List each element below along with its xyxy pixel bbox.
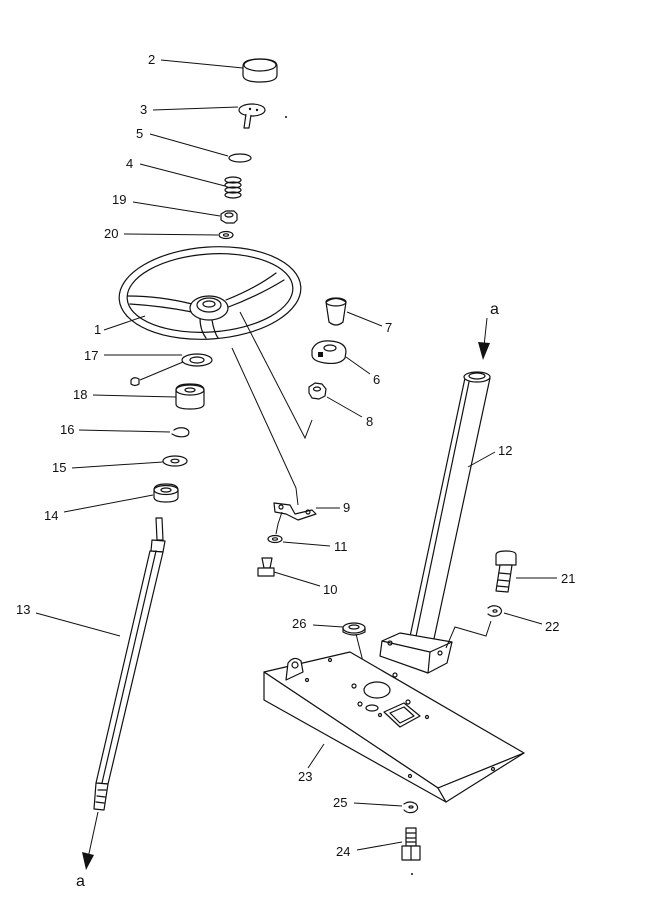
label-26: 26 — [292, 616, 306, 631]
assembly-line-bracket-to-washer — [275, 511, 283, 535]
arrow-head-down-icon — [82, 852, 94, 870]
connection-arrow-top — [483, 317, 488, 347]
connection-label-top: a — [490, 301, 499, 318]
label-3: 3 — [140, 102, 147, 117]
label-12: 12 — [498, 443, 512, 458]
part-knob-icon — [325, 297, 347, 326]
part-nut-icon — [220, 210, 238, 224]
label-14: 14 — [44, 508, 58, 523]
label-8: 8 — [366, 414, 373, 429]
part-washer-icon — [267, 534, 283, 544]
part-snap-ring-icon — [171, 427, 190, 438]
part-bolt-icon — [257, 557, 275, 577]
leader-2 — [160, 59, 244, 69]
part-column-tube-icon — [379, 371, 491, 674]
label-23: 23 — [298, 769, 312, 784]
part-plate-icon — [130, 353, 213, 387]
leader-1 — [103, 315, 146, 331]
part-washer-icon — [403, 801, 419, 814]
scan-dot — [411, 873, 413, 875]
label-19: 19 — [112, 192, 126, 207]
assembly-line-wheel-to-bracket — [231, 347, 299, 506]
leader-20 — [123, 233, 219, 236]
leader-11 — [282, 541, 331, 547]
leader-25 — [353, 802, 403, 807]
assembly-line-tube-to-washer — [445, 620, 492, 649]
leader-14 — [63, 494, 154, 513]
part-bolt-icon — [495, 550, 517, 593]
part-mounting-bracket-icon — [263, 651, 525, 803]
label-9: 9 — [343, 500, 350, 515]
assembly-line-wheel-to-nut — [239, 311, 313, 440]
part-bushing-icon — [175, 383, 205, 410]
label-1: 1 — [94, 322, 101, 337]
scan-dot — [285, 116, 287, 118]
label-20: 20 — [104, 226, 118, 241]
leader-23 — [307, 743, 325, 769]
leader-3 — [152, 106, 239, 111]
arrow-head-down-icon — [478, 342, 490, 360]
label-24: 24 — [336, 844, 350, 859]
leader-8 — [326, 396, 363, 418]
part-steering-wheel-icon — [118, 246, 302, 340]
label-4: 4 — [126, 156, 133, 171]
label-16: 16 — [60, 422, 74, 437]
leader-26 — [312, 624, 344, 628]
part-ring-icon — [228, 153, 252, 163]
leader-19 — [132, 201, 221, 217]
label-15: 15 — [52, 460, 66, 475]
leader-15 — [71, 461, 164, 469]
part-bracket-icon — [273, 502, 317, 521]
connection-label-bottom: a — [76, 873, 85, 890]
leader-24 — [356, 841, 403, 851]
leader-7 — [346, 311, 383, 327]
label-18: 18 — [73, 387, 87, 402]
leader-13 — [35, 612, 121, 637]
label-13: 13 — [16, 602, 30, 617]
label-2: 2 — [148, 52, 155, 67]
part-bolt-icon — [401, 827, 421, 861]
part-nut-icon — [308, 382, 327, 400]
part-horn-cap-icon — [242, 58, 278, 83]
leader-10 — [273, 571, 321, 587]
part-bearing-icon — [153, 483, 179, 503]
label-22: 22 — [545, 619, 559, 634]
leader-4 — [139, 163, 226, 187]
leader-16 — [78, 429, 171, 433]
part-steering-shaft-icon — [93, 517, 166, 811]
part-horn-button-icon — [238, 103, 266, 129]
label-7: 7 — [385, 320, 392, 335]
leader-6 — [345, 356, 371, 375]
part-washer-icon — [218, 230, 234, 240]
part-grommet-icon — [342, 622, 366, 636]
label-11: 11 — [334, 539, 348, 554]
label-6: 6 — [373, 372, 380, 387]
connection-arrow-bottom — [87, 811, 99, 859]
label-25: 25 — [333, 795, 347, 810]
label-10: 10 — [323, 582, 337, 597]
part-washer-icon — [487, 605, 503, 617]
part-spring-icon — [224, 176, 242, 199]
leader-12 — [467, 451, 496, 468]
leader-22 — [503, 612, 543, 625]
part-knob-holder-icon — [311, 340, 347, 365]
label-5: 5 — [136, 126, 143, 141]
part-washer-icon — [162, 455, 188, 467]
leader-5 — [149, 133, 229, 157]
label-17: 17 — [84, 348, 98, 363]
label-21: 21 — [561, 571, 575, 586]
leader-18 — [92, 394, 177, 398]
